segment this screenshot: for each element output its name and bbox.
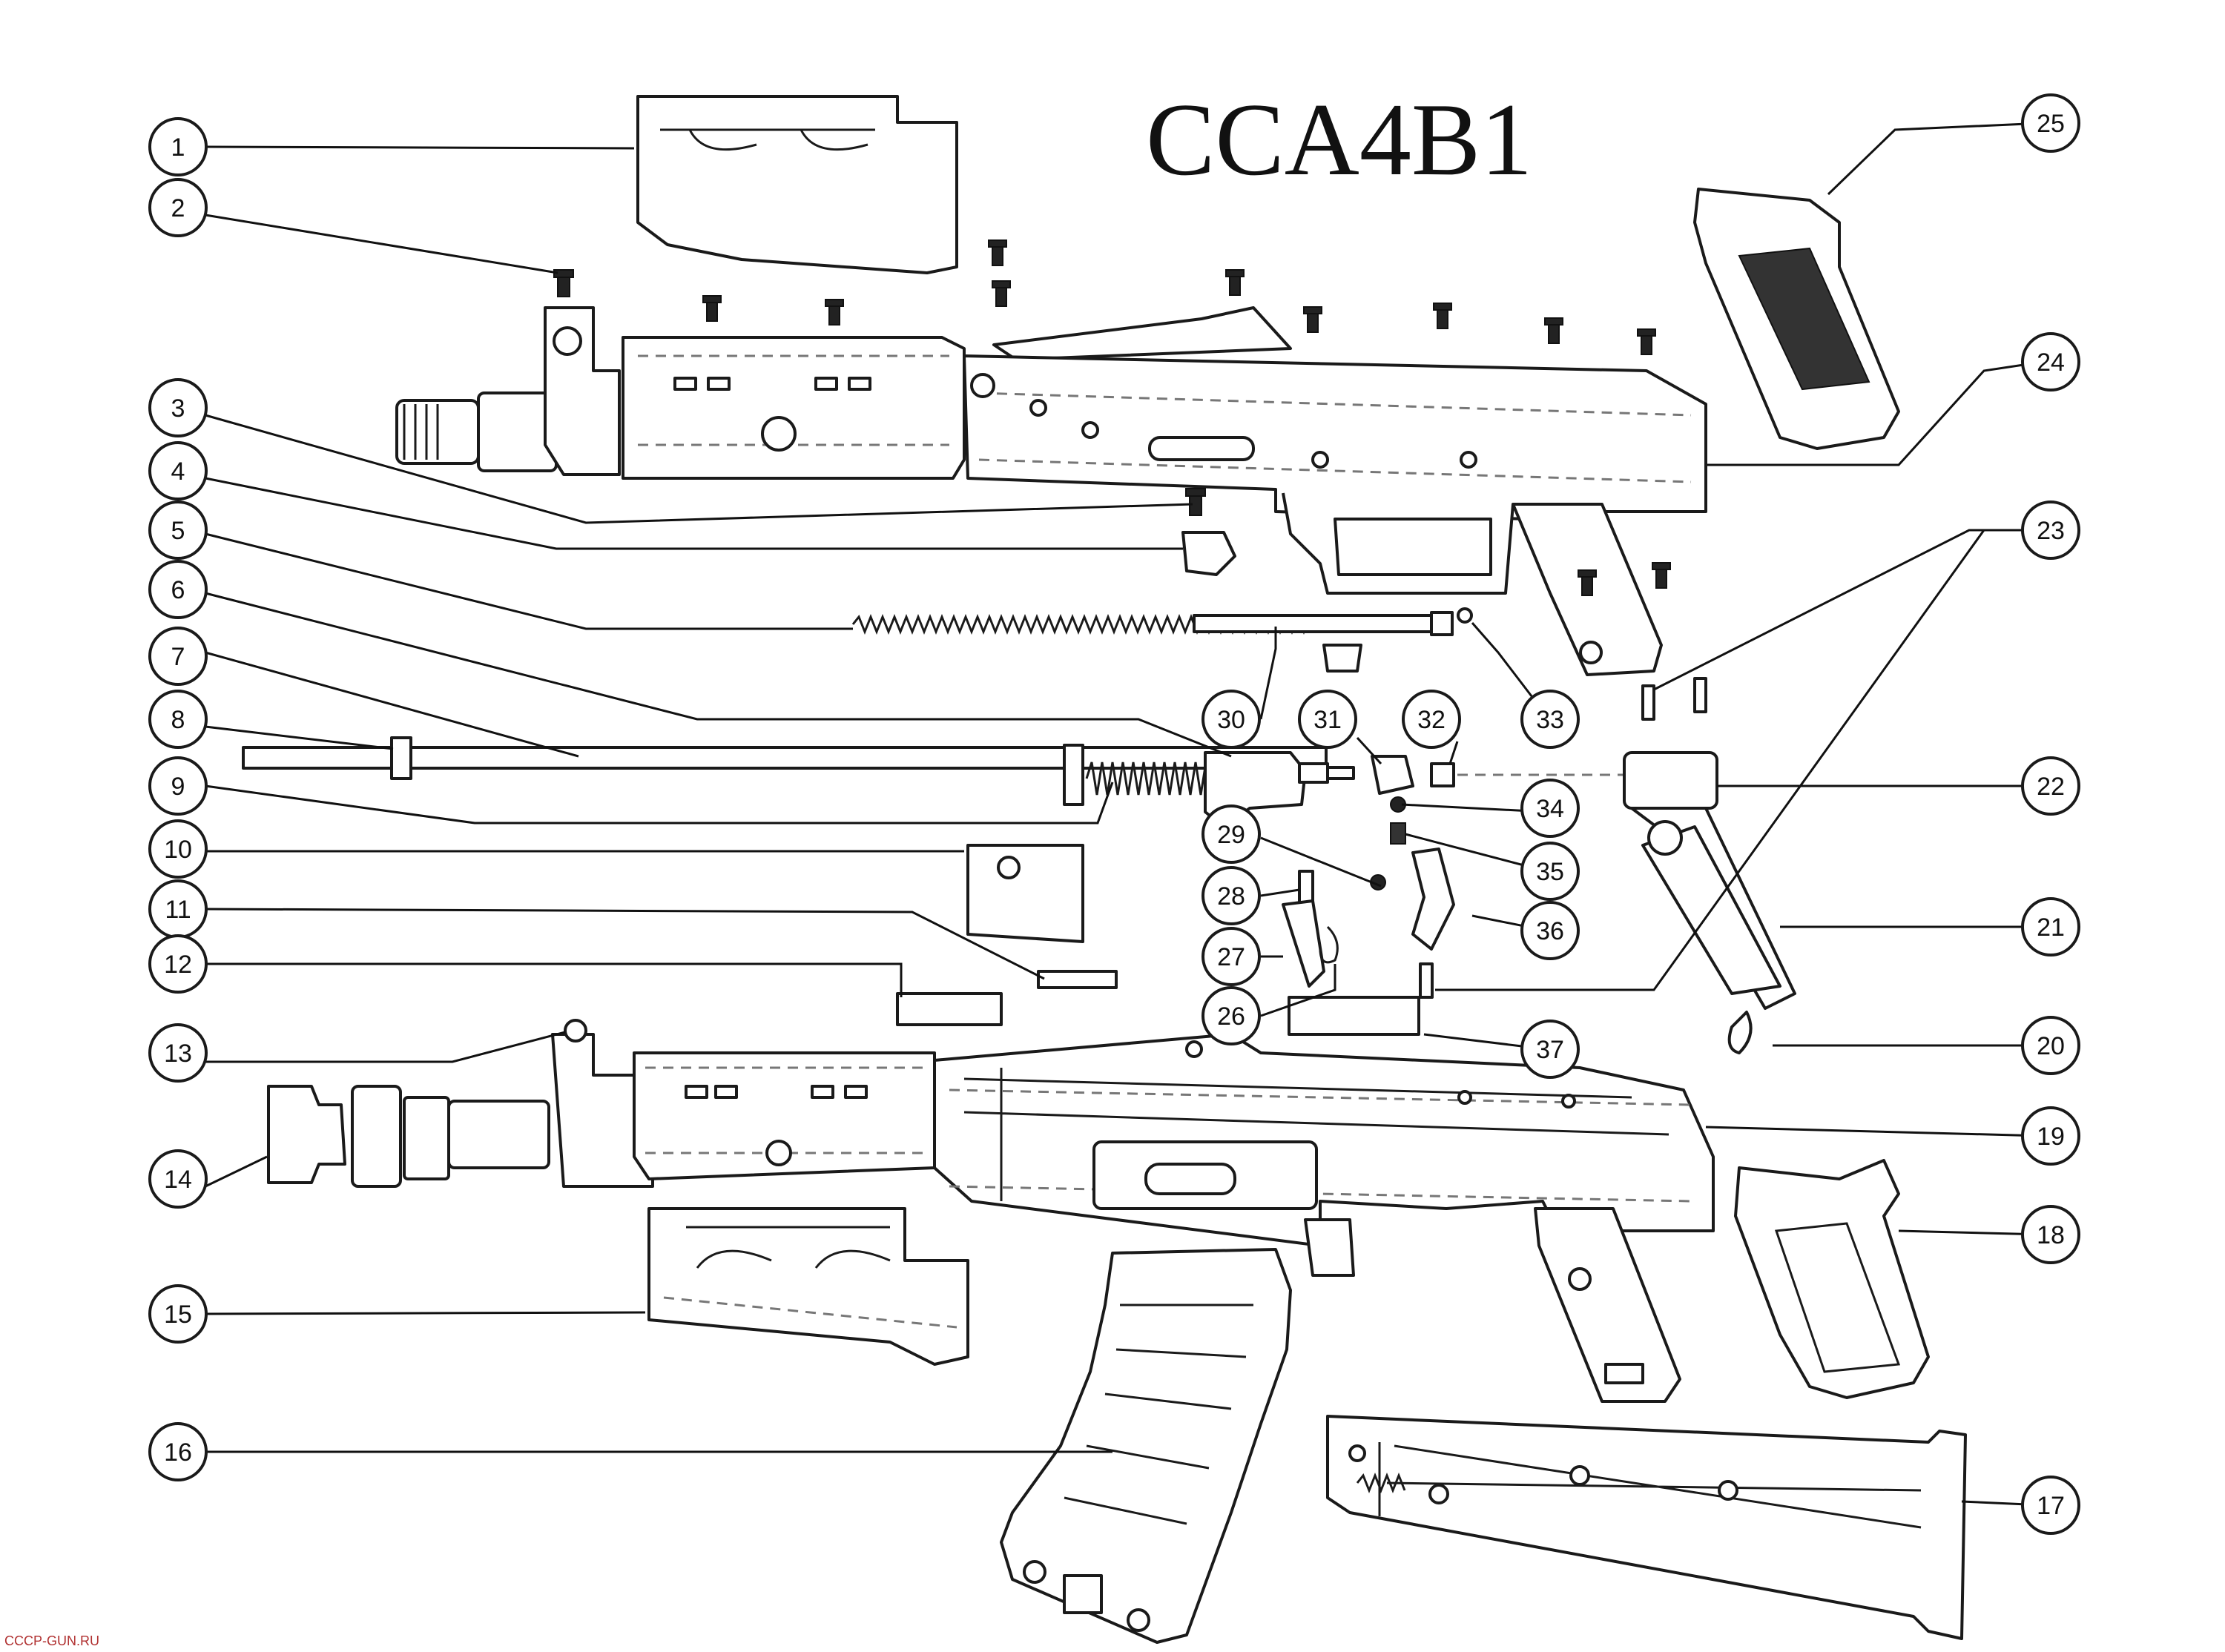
callout-17: 17 (2021, 1476, 2080, 1535)
callout-3: 3 (148, 378, 208, 437)
lower-receiver-assembly (267, 1019, 1715, 1403)
callout-24: 24 (2021, 332, 2080, 391)
svg-text:26: 26 (1217, 1002, 1245, 1031)
upper-receiver-assembly (395, 306, 1707, 676)
svg-text:10: 10 (164, 836, 192, 864)
folding-stock (1326, 1415, 1967, 1640)
diagram-title: CCA4B1 (1146, 82, 1532, 197)
callout-12: 12 (148, 934, 208, 994)
callout-19: 19 (2021, 1106, 2080, 1166)
svg-text:36: 36 (1536, 917, 1564, 945)
svg-text:5: 5 (171, 517, 185, 545)
callout-10: 10 (148, 819, 208, 879)
svg-text:33: 33 (1536, 706, 1564, 734)
screws (553, 239, 1671, 596)
callout-31: 31 (1298, 690, 1357, 749)
recoil-spring-assembly (851, 607, 1473, 673)
svg-text:14: 14 (164, 1166, 192, 1194)
latch-part (1181, 531, 1236, 576)
svg-text:18: 18 (2037, 1221, 2065, 1249)
svg-text:19: 19 (2037, 1123, 2065, 1151)
svg-text:4: 4 (171, 457, 185, 486)
svg-text:17: 17 (2037, 1492, 2065, 1520)
callout-25: 25 (2021, 93, 2080, 153)
svg-text:15: 15 (164, 1301, 192, 1329)
svg-text:9: 9 (171, 773, 185, 801)
svg-text:34: 34 (1536, 795, 1564, 823)
svg-text:16: 16 (164, 1438, 192, 1467)
callout-14: 14 (148, 1149, 208, 1209)
svg-text:23: 23 (2037, 517, 2065, 545)
svg-text:29: 29 (1217, 821, 1245, 849)
callout-28: 28 (1202, 866, 1261, 925)
callout-22: 22 (2021, 756, 2080, 816)
svg-text:6: 6 (171, 576, 185, 604)
callout-20: 20 (2021, 1016, 2080, 1075)
svg-text:31: 31 (1313, 706, 1342, 734)
svg-text:12: 12 (164, 951, 192, 979)
callout-21: 21 (2021, 897, 2080, 956)
svg-text:11: 11 (165, 896, 191, 924)
callout-30: 30 (1202, 690, 1261, 749)
leader-lines (205, 122, 2044, 1507)
callout-6: 6 (148, 560, 208, 619)
callout-2: 2 (148, 178, 208, 237)
callout-35: 35 (1520, 842, 1580, 901)
callout-9: 9 (148, 756, 208, 816)
lower-handguard (647, 1207, 969, 1366)
svg-text:27: 27 (1217, 943, 1245, 971)
upper-handguard (636, 95, 958, 274)
callout-5: 5 (148, 500, 208, 560)
trigger-group (1282, 848, 1455, 1036)
svg-text:7: 7 (171, 643, 185, 671)
callout-4: 4 (148, 441, 208, 500)
bolt-parts (1371, 755, 1455, 845)
callout-34: 34 (1520, 779, 1580, 838)
lower-grip-assembly (1623, 677, 1796, 1054)
callout-27: 27 (1202, 927, 1261, 986)
svg-text:32: 32 (1417, 706, 1446, 734)
callout-16: 16 (148, 1422, 208, 1481)
callout-8: 8 (148, 690, 208, 749)
callout-7: 7 (148, 627, 208, 686)
svg-text:2: 2 (171, 194, 185, 222)
svg-text:3: 3 (171, 394, 185, 423)
magazine (1000, 1248, 1292, 1644)
lower-pistol-grip (1734, 1159, 1930, 1399)
callouts: 1 2 3 4 5 6 7 8 9 10 11 12 13 14 15 16 1… (148, 93, 2080, 1535)
svg-text:8: 8 (171, 706, 185, 734)
callout-29: 29 (1202, 804, 1261, 864)
callout-13: 13 (148, 1023, 208, 1083)
callout-32: 32 (1402, 690, 1461, 749)
callout-36: 36 (1520, 901, 1580, 960)
callout-18: 18 (2021, 1205, 2080, 1264)
callout-26: 26 (1202, 986, 1261, 1045)
callout-33: 33 (1520, 690, 1580, 749)
svg-text:1: 1 (171, 133, 185, 162)
svg-text:20: 20 (2037, 1032, 2065, 1060)
callout-23: 23 (2021, 500, 2080, 560)
svg-text:13: 13 (164, 1040, 192, 1068)
small-parts-10-12 (896, 844, 1118, 1026)
callout-15: 15 (148, 1284, 208, 1344)
callout-11: 11 (148, 879, 208, 939)
svg-text:28: 28 (1217, 882, 1245, 911)
svg-text:25: 25 (2037, 110, 2065, 138)
watermark: CCCP-GUN.RU (4, 1633, 99, 1648)
svg-text:22: 22 (2037, 773, 2065, 801)
svg-text:37: 37 (1536, 1036, 1564, 1064)
svg-text:35: 35 (1536, 858, 1564, 886)
svg-text:30: 30 (1217, 706, 1245, 734)
svg-text:21: 21 (2037, 913, 2065, 942)
pistol-grip (1693, 188, 1900, 450)
svg-text:24: 24 (2037, 348, 2065, 377)
callout-37: 37 (1520, 1020, 1580, 1079)
callout-1: 1 (148, 117, 208, 176)
